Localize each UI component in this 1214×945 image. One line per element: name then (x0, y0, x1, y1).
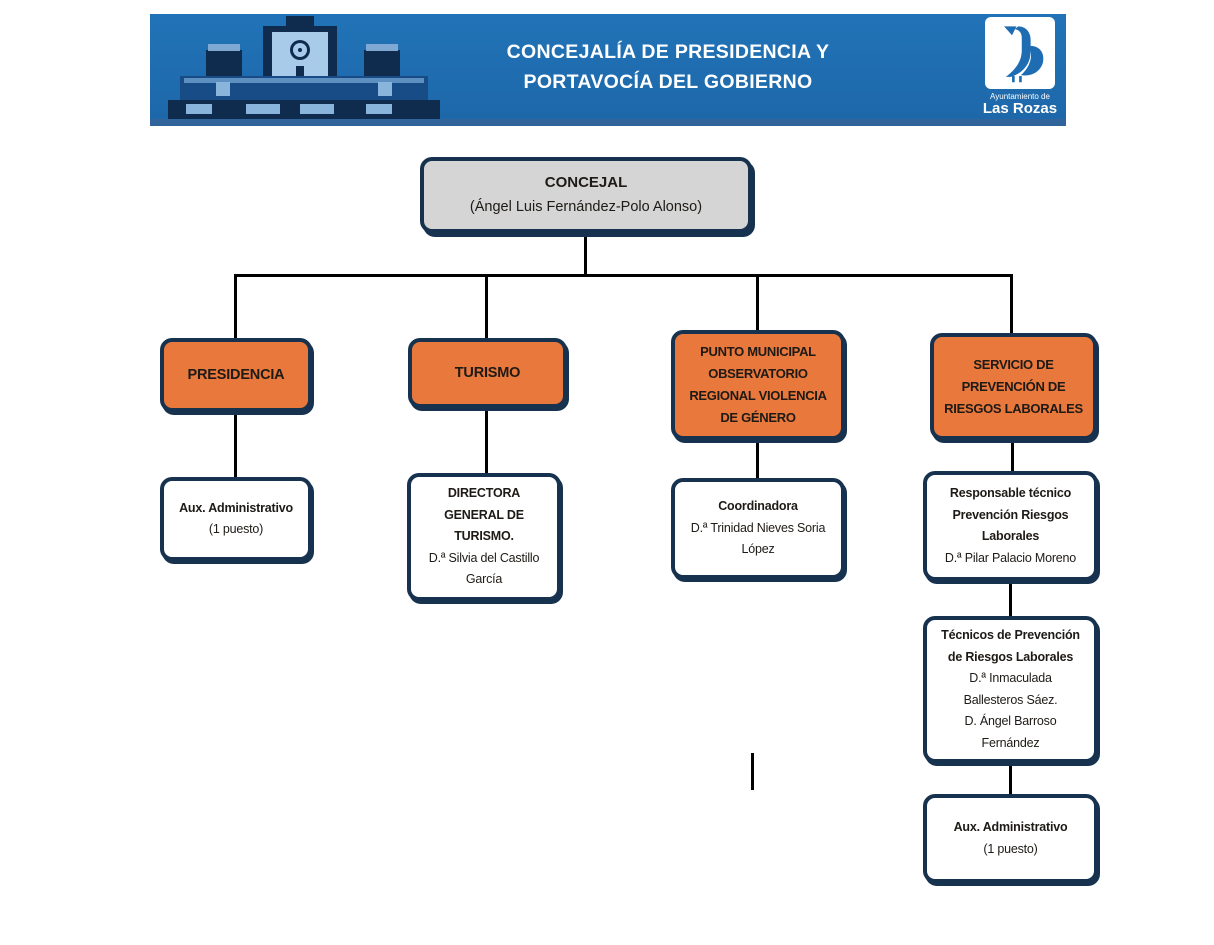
node-punto-municipal: PUNTO MUNICIPAL OBSERVATORIO REGIONAL VI… (671, 330, 845, 440)
page-title: CONCEJALÍA DE PRESIDENCIA Y PORTAVOCÍA D… (458, 14, 878, 119)
connector-punto-coordinadora (756, 438, 759, 478)
node-aux-admin-prl-title: Aux. Administrativo (953, 820, 1068, 834)
banner-bottom-strip (150, 119, 1066, 126)
connector-presidencia-drop (234, 274, 237, 338)
node-presidencia: PRESIDENCIA (160, 338, 312, 412)
node-aux-admin-presidencia-subtitle: (1 puesto) (208, 522, 264, 536)
node-concejal: CONCEJAL (Ángel Luis Fernández-Polo Alon… (420, 157, 752, 233)
connector-presidencia-aux (234, 410, 237, 477)
connector-root-drop (584, 233, 587, 276)
node-directora-turismo: DIRECTORA GENERAL DE TURISMO. D.ª Silvia… (407, 473, 561, 601)
las-rozas-logo: Ayuntamiento de Las Rozas (980, 17, 1060, 116)
las-rozas-logo-icon (985, 17, 1055, 89)
node-tecnicos-prl-subtitle: D.ª Inmaculada Ballesteros Sáez. D. Ánge… (963, 671, 1058, 750)
page-title-line2: PORTAVOCÍA DEL GOBIERNO (523, 70, 813, 93)
stray-cursor-mark (751, 753, 754, 790)
node-concejal-subtitle: (Ángel Luis Fernández-Polo Alonso) (469, 199, 703, 215)
logo-caption-large: Las Rozas (982, 100, 1058, 117)
logo-caption-small: Ayuntamiento de (990, 92, 1050, 101)
node-tecnicos-prl: Técnicos de Prevención de Riesgos Labora… (923, 616, 1098, 763)
node-responsable-prl-title: Responsable técnico Prevención Riesgos L… (949, 486, 1072, 543)
node-coordinadora-title: Coordinadora (718, 499, 798, 514)
node-responsable-prl-subtitle: D.ª Pilar Palacio Moreno (944, 550, 1077, 565)
node-directora-turismo-subtitle: D.ª Silvia del Castillo García (428, 550, 540, 587)
connector-turismo-drop (485, 274, 488, 338)
node-aux-admin-prl: Aux. Administrativo (1 puesto) (923, 794, 1098, 883)
node-aux-admin-prl-subtitle: (1 puesto) (983, 841, 1038, 856)
node-servicio-prevencion: SERVICIO DE PREVENCIÓN DE RIESGOS LABORA… (930, 333, 1097, 440)
connector-tecnicos-aux (1009, 761, 1012, 794)
connector-servicio-responsable (1011, 438, 1014, 471)
connector-servicio-drop (1010, 274, 1013, 333)
node-tecnicos-prl-title: Técnicos de Prevención de Riesgos Labora… (941, 628, 1080, 664)
node-punto-municipal-title: PUNTO MUNICIPAL OBSERVATORIO REGIONAL VI… (689, 344, 827, 425)
town-hall-image (168, 16, 440, 119)
node-responsable-prl: Responsable técnico Prevención Riesgos L… (923, 471, 1098, 581)
node-turismo-title: TURISMO (454, 365, 521, 381)
node-turismo: TURISMO (408, 338, 567, 408)
node-coordinadora: Coordinadora D.ª Trinidad Nieves Soria L… (671, 478, 845, 579)
node-aux-admin-presidencia-title: Aux. Administrativo (179, 500, 293, 515)
node-aux-admin-presidencia: Aux. Administrativo (1 puesto) (160, 477, 312, 561)
page-title-line1: CONCEJALÍA DE PRESIDENCIA Y (506, 40, 830, 63)
node-presidencia-title: PRESIDENCIA (187, 367, 285, 383)
node-servicio-prevencion-title: SERVICIO DE PREVENCIÓN DE RIESGOS LABORA… (944, 356, 1083, 416)
node-concejal-title: CONCEJAL (544, 174, 628, 191)
connector-punto-drop (756, 274, 759, 330)
connector-horizontal-bus (234, 274, 1013, 277)
connector-turismo-directora (485, 406, 488, 473)
connector-responsable-tecnicos (1009, 579, 1012, 616)
node-directora-turismo-title: DIRECTORA GENERAL DE TURISMO. (444, 486, 524, 544)
node-coordinadora-subtitle: D.ª Trinidad Nieves Soria López (690, 520, 826, 557)
header-banner: CONCEJALÍA DE PRESIDENCIA Y PORTAVOCÍA D… (150, 14, 1066, 126)
